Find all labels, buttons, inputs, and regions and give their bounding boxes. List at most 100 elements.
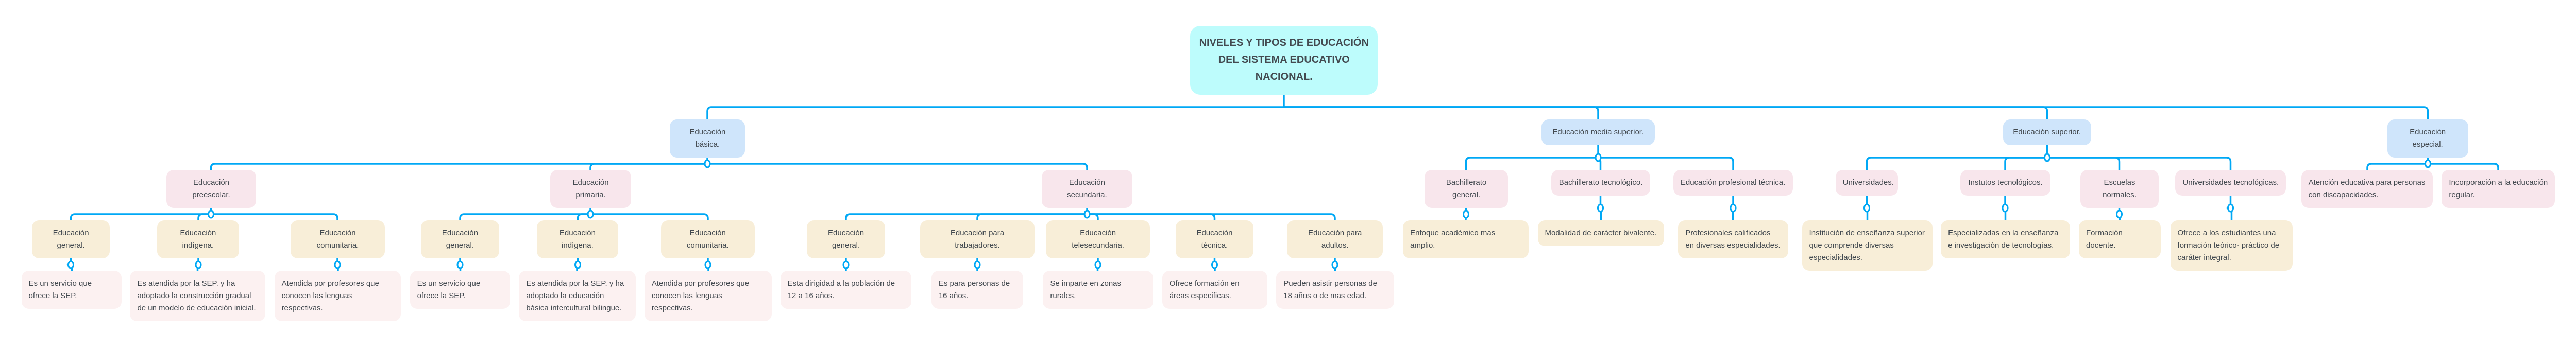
desc-preescolar-indigena: Es atendida por la SEP. y ha adoptado la… <box>130 271 266 321</box>
connector-line <box>2047 157 2121 170</box>
junction-node-icon <box>208 210 214 219</box>
node-educacion-basica[interactable]: Educación básica. <box>670 119 745 158</box>
junction-node-icon <box>2002 203 2009 213</box>
junction-node-icon <box>974 260 981 269</box>
junction-node-icon <box>1863 203 1870 213</box>
connector-line <box>66 264 73 271</box>
connector-line <box>590 213 709 220</box>
desc-profesional-tecnica: Profesionales calificados en diversas es… <box>1678 220 1788 258</box>
node-preescolar-general[interactable]: Educación general. <box>31 220 110 258</box>
connector-line <box>577 213 590 220</box>
connector-line <box>1598 157 1734 170</box>
node-primaria[interactable]: Educación primaria. <box>550 170 631 208</box>
connector-line <box>2004 157 2047 170</box>
node-universidades[interactable]: Universidades. <box>1835 170 1899 196</box>
connector-line <box>1284 106 2048 119</box>
node-preescolar-indigena[interactable]: Educación indígena. <box>157 220 240 258</box>
node-secundaria-trabajadores[interactable]: Educación para trabajadores. <box>920 220 1035 258</box>
connector-line <box>1465 157 1598 170</box>
node-preescolar[interactable]: Educación preescolar. <box>166 170 256 208</box>
node-incorporacion-regular[interactable]: Incorporación a la educación regular. <box>2442 170 2555 208</box>
desc-bachillerato-general: Enfoque académico mas amplio. <box>1403 220 1529 258</box>
connector-line <box>589 163 707 170</box>
connector-line <box>1284 106 1599 119</box>
junction-node-icon <box>704 159 711 168</box>
junction-node-icon <box>1094 260 1101 269</box>
junction-node-icon <box>456 260 464 269</box>
junction-node-icon <box>2425 159 2431 168</box>
node-secundaria-tecnica[interactable]: Educación técnica. <box>1175 220 1254 258</box>
junction-node-icon <box>1211 260 1218 269</box>
desc-secundaria-adultos: Pueden asistir personas de 18 años o de … <box>1276 271 1394 309</box>
junction-node-icon <box>2227 203 2234 213</box>
junction-node-icon <box>2044 153 2050 162</box>
node-primaria-comunitaria[interactable]: Educación comunitaria. <box>660 220 755 258</box>
connector-line <box>70 213 211 220</box>
junction-node-icon <box>587 210 594 219</box>
connector-line <box>1284 106 2429 119</box>
desc-preescolar-general: Es un servicio que ofrece la SEP. <box>21 271 122 309</box>
desc-secundaria-tecnica: Ofrece formación en áreas especificas. <box>1162 271 1268 309</box>
desc-bachillerato-tecnologico: Modalidad de carácter bivalente. <box>1537 220 1664 246</box>
desc-secundaria-general: Esta dirigidad a la población de 12 a 16… <box>780 271 911 309</box>
junction-node-icon <box>1730 203 1737 213</box>
connector-line <box>707 163 1088 170</box>
junction-node-icon <box>195 260 202 269</box>
node-escuelas-normales[interactable]: Escuelas normales. <box>2080 170 2159 208</box>
desc-primaria-indigena: Es atendida por la SEP. y ha adoptado la… <box>519 271 636 321</box>
junction-node-icon <box>1331 260 1338 269</box>
node-preescolar-comunitaria[interactable]: Educación comunitaria. <box>291 220 385 258</box>
connector-line <box>211 213 338 220</box>
node-secundaria-adultos[interactable]: Educación para adultos. <box>1287 220 1383 258</box>
connector-line <box>2428 163 2499 170</box>
connector-line <box>1866 157 2047 170</box>
desc-secundaria-telesecundaria: Se imparte en zonas rurales. <box>1043 271 1153 309</box>
node-institutos-tecnologicos[interactable]: Instutos tecnológicos. <box>1960 170 2050 196</box>
connector-line <box>197 213 211 220</box>
node-bachillerato-tecnologico[interactable]: Bachillerato tecnológico. <box>1551 170 1650 196</box>
root-title-node[interactable]: NIVELES Y TIPOS DE EDUCACIÓN DEL SISTEMA… <box>1190 26 1378 95</box>
node-universidades-tecnologicas[interactable]: Universidades tecnológicas. <box>2175 170 2286 196</box>
desc-institutos-tecnologicos: Especializadas en la enseñanza e investi… <box>1941 220 2070 258</box>
junction-node-icon <box>2116 210 2123 219</box>
desc-preescolar-comunitaria: Atendida por profesores que conocen las … <box>274 271 401 321</box>
desc-universidades: Institución de enseñanza superior que co… <box>1802 220 1933 271</box>
connector-line <box>1595 157 1602 170</box>
junction-node-icon <box>1463 210 1469 219</box>
node-primaria-general[interactable]: Educación general. <box>420 220 500 258</box>
connector-line <box>1087 213 1099 220</box>
connector-line <box>1087 213 1336 220</box>
junction-node-icon <box>704 260 711 269</box>
node-profesional-tecnica[interactable]: Educación profesional técnica. <box>1673 170 1793 196</box>
junction-node-icon <box>1083 210 1091 219</box>
connector-line <box>706 106 1284 119</box>
desc-primaria-general: Es un servicio que ofrece la SEP. <box>410 271 511 309</box>
connector-line <box>2366 163 2428 170</box>
node-secundaria-telesecundaria[interactable]: Educación telesecundaria. <box>1046 220 1150 258</box>
junction-node-icon <box>1595 153 1602 162</box>
node-secundaria[interactable]: Educación secundaria. <box>1041 170 1132 208</box>
node-atencion-educativa[interactable]: Atención educativa para personas con dis… <box>2301 170 2433 208</box>
node-secundaria-general[interactable]: Educación general. <box>806 220 886 258</box>
connector-line <box>976 213 1087 220</box>
desc-secundaria-trabajadores: Es para personas de 16 años. <box>931 271 1024 309</box>
node-bachillerato-general[interactable]: Bachillerato general. <box>1425 170 1508 208</box>
node-primaria-indigena[interactable]: Educación indígena. <box>536 220 619 258</box>
node-educacion-media-superior[interactable]: Educación media superior. <box>1541 119 1655 145</box>
junction-node-icon <box>574 260 581 269</box>
node-educacion-superior[interactable]: Educación superior. <box>2003 119 2091 145</box>
connector-line <box>2226 207 2233 220</box>
junction-node-icon <box>334 260 341 269</box>
connector-line <box>1087 213 1216 220</box>
junction-node-icon <box>67 260 74 269</box>
connector-line <box>210 163 707 170</box>
node-educacion-especial[interactable]: Educación especial. <box>2387 119 2468 158</box>
desc-primaria-comunitaria: Atendida por profesores que conocen las … <box>644 271 772 321</box>
connector-line <box>2047 157 2232 170</box>
connector-line <box>459 213 590 220</box>
desc-escuelas-normales: Formación docente. <box>2079 220 2161 258</box>
junction-node-icon <box>842 260 850 269</box>
connector-line <box>845 213 1087 220</box>
junction-node-icon <box>1597 203 1604 213</box>
desc-universidades-tecnologicas: Ofrece a los estudiantes una formación t… <box>2170 220 2293 271</box>
